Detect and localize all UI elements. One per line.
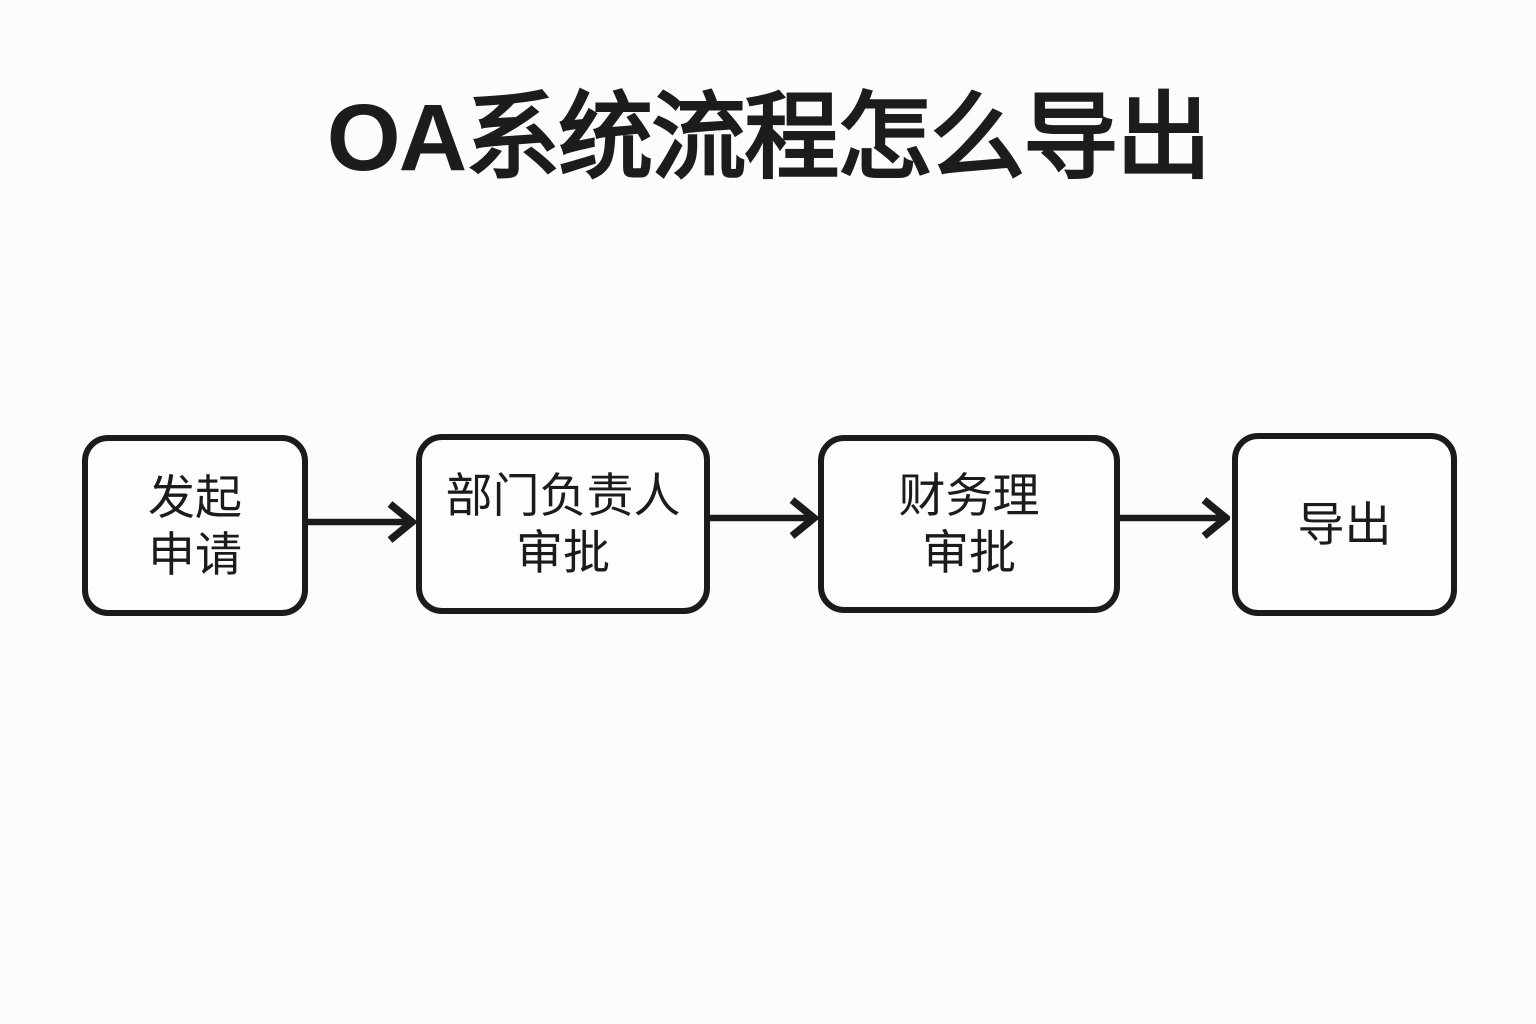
flow-node-label: 发起 申请 <box>148 470 242 581</box>
flow-arrow-3 <box>1120 497 1230 539</box>
flow-node-label: 财务理 审批 <box>898 469 1040 579</box>
flow-node-department-head-approval: 部门负责人 审批 <box>416 434 710 614</box>
flow-arrow-2 <box>708 497 818 539</box>
flow-node-initiate-request: 发起 申请 <box>82 435 308 616</box>
diagram-title: OA系统流程怎么导出 <box>326 85 1212 191</box>
flow-node-finance-manager-approval: 财务理 审批 <box>818 435 1120 613</box>
flow-node-export: 导出 <box>1232 433 1457 616</box>
flow-node-label: 部门负责人 审批 <box>445 469 681 579</box>
flow-node-label: 导出 <box>1297 498 1392 551</box>
flow-arrow-1 <box>306 501 416 543</box>
